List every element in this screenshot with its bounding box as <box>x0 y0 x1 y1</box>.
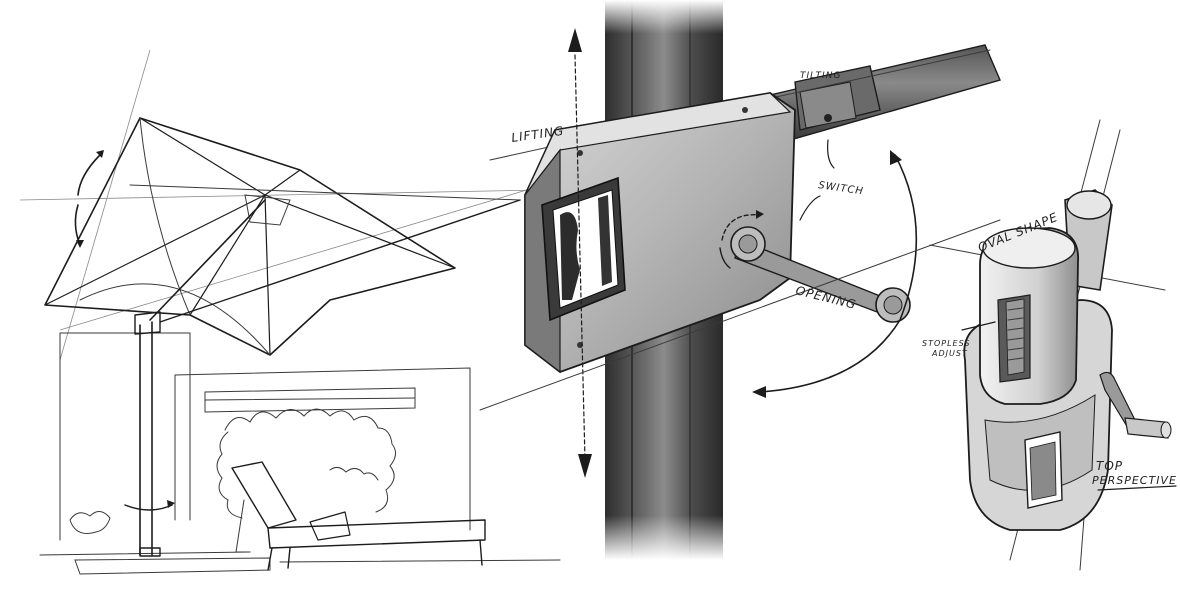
label-switch: SWITCH <box>818 180 865 197</box>
label-top: TOP <box>1096 459 1123 473</box>
label-stopless-line1: STOPLESS <box>922 339 970 348</box>
umbrella-scene <box>19 49 561 575</box>
label-perspective: PERSPECTIVE <box>1092 474 1177 487</box>
top-perspective-detail <box>929 119 1177 571</box>
mechanism-detail <box>479 0 1001 560</box>
label-tilting: TILTING <box>800 71 841 81</box>
label-stopless-line2: ADJUST <box>931 349 968 358</box>
